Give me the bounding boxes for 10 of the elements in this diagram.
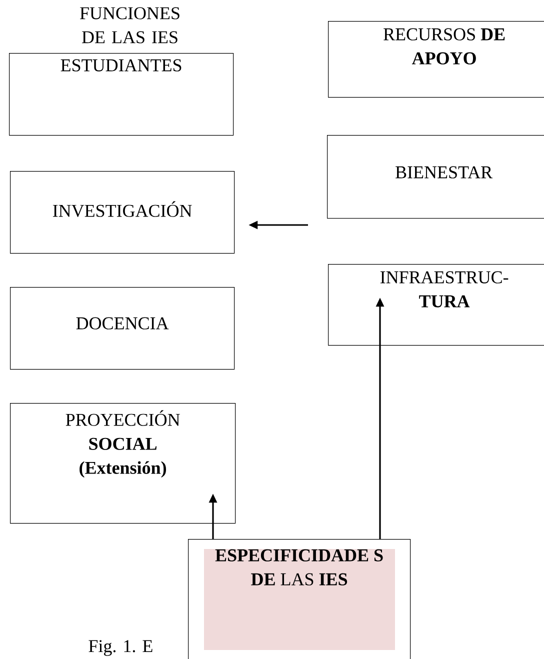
heading: FUNCIONES DE LAS IES: [80, 7, 180, 44]
text-box: ESTUDIANTES: [9, 53, 234, 136]
text-box: DOCENCIA: [10, 287, 235, 370]
text-box: INFRAESTRUC- TURA: [328, 264, 544, 346]
text-box: INVESTIGACIÓN: [10, 171, 235, 254]
text-box: BIENESTAR: [327, 135, 544, 219]
text-box: RECURSOS DE APOYO: [328, 21, 544, 98]
text-box: PROYECCIÓN SOCIAL (Extensión): [10, 403, 236, 524]
caption: Fig. 1. E: [88, 640, 152, 656]
text-box: ESPECIFICIDADE S DE LAS IES: [188, 539, 411, 659]
